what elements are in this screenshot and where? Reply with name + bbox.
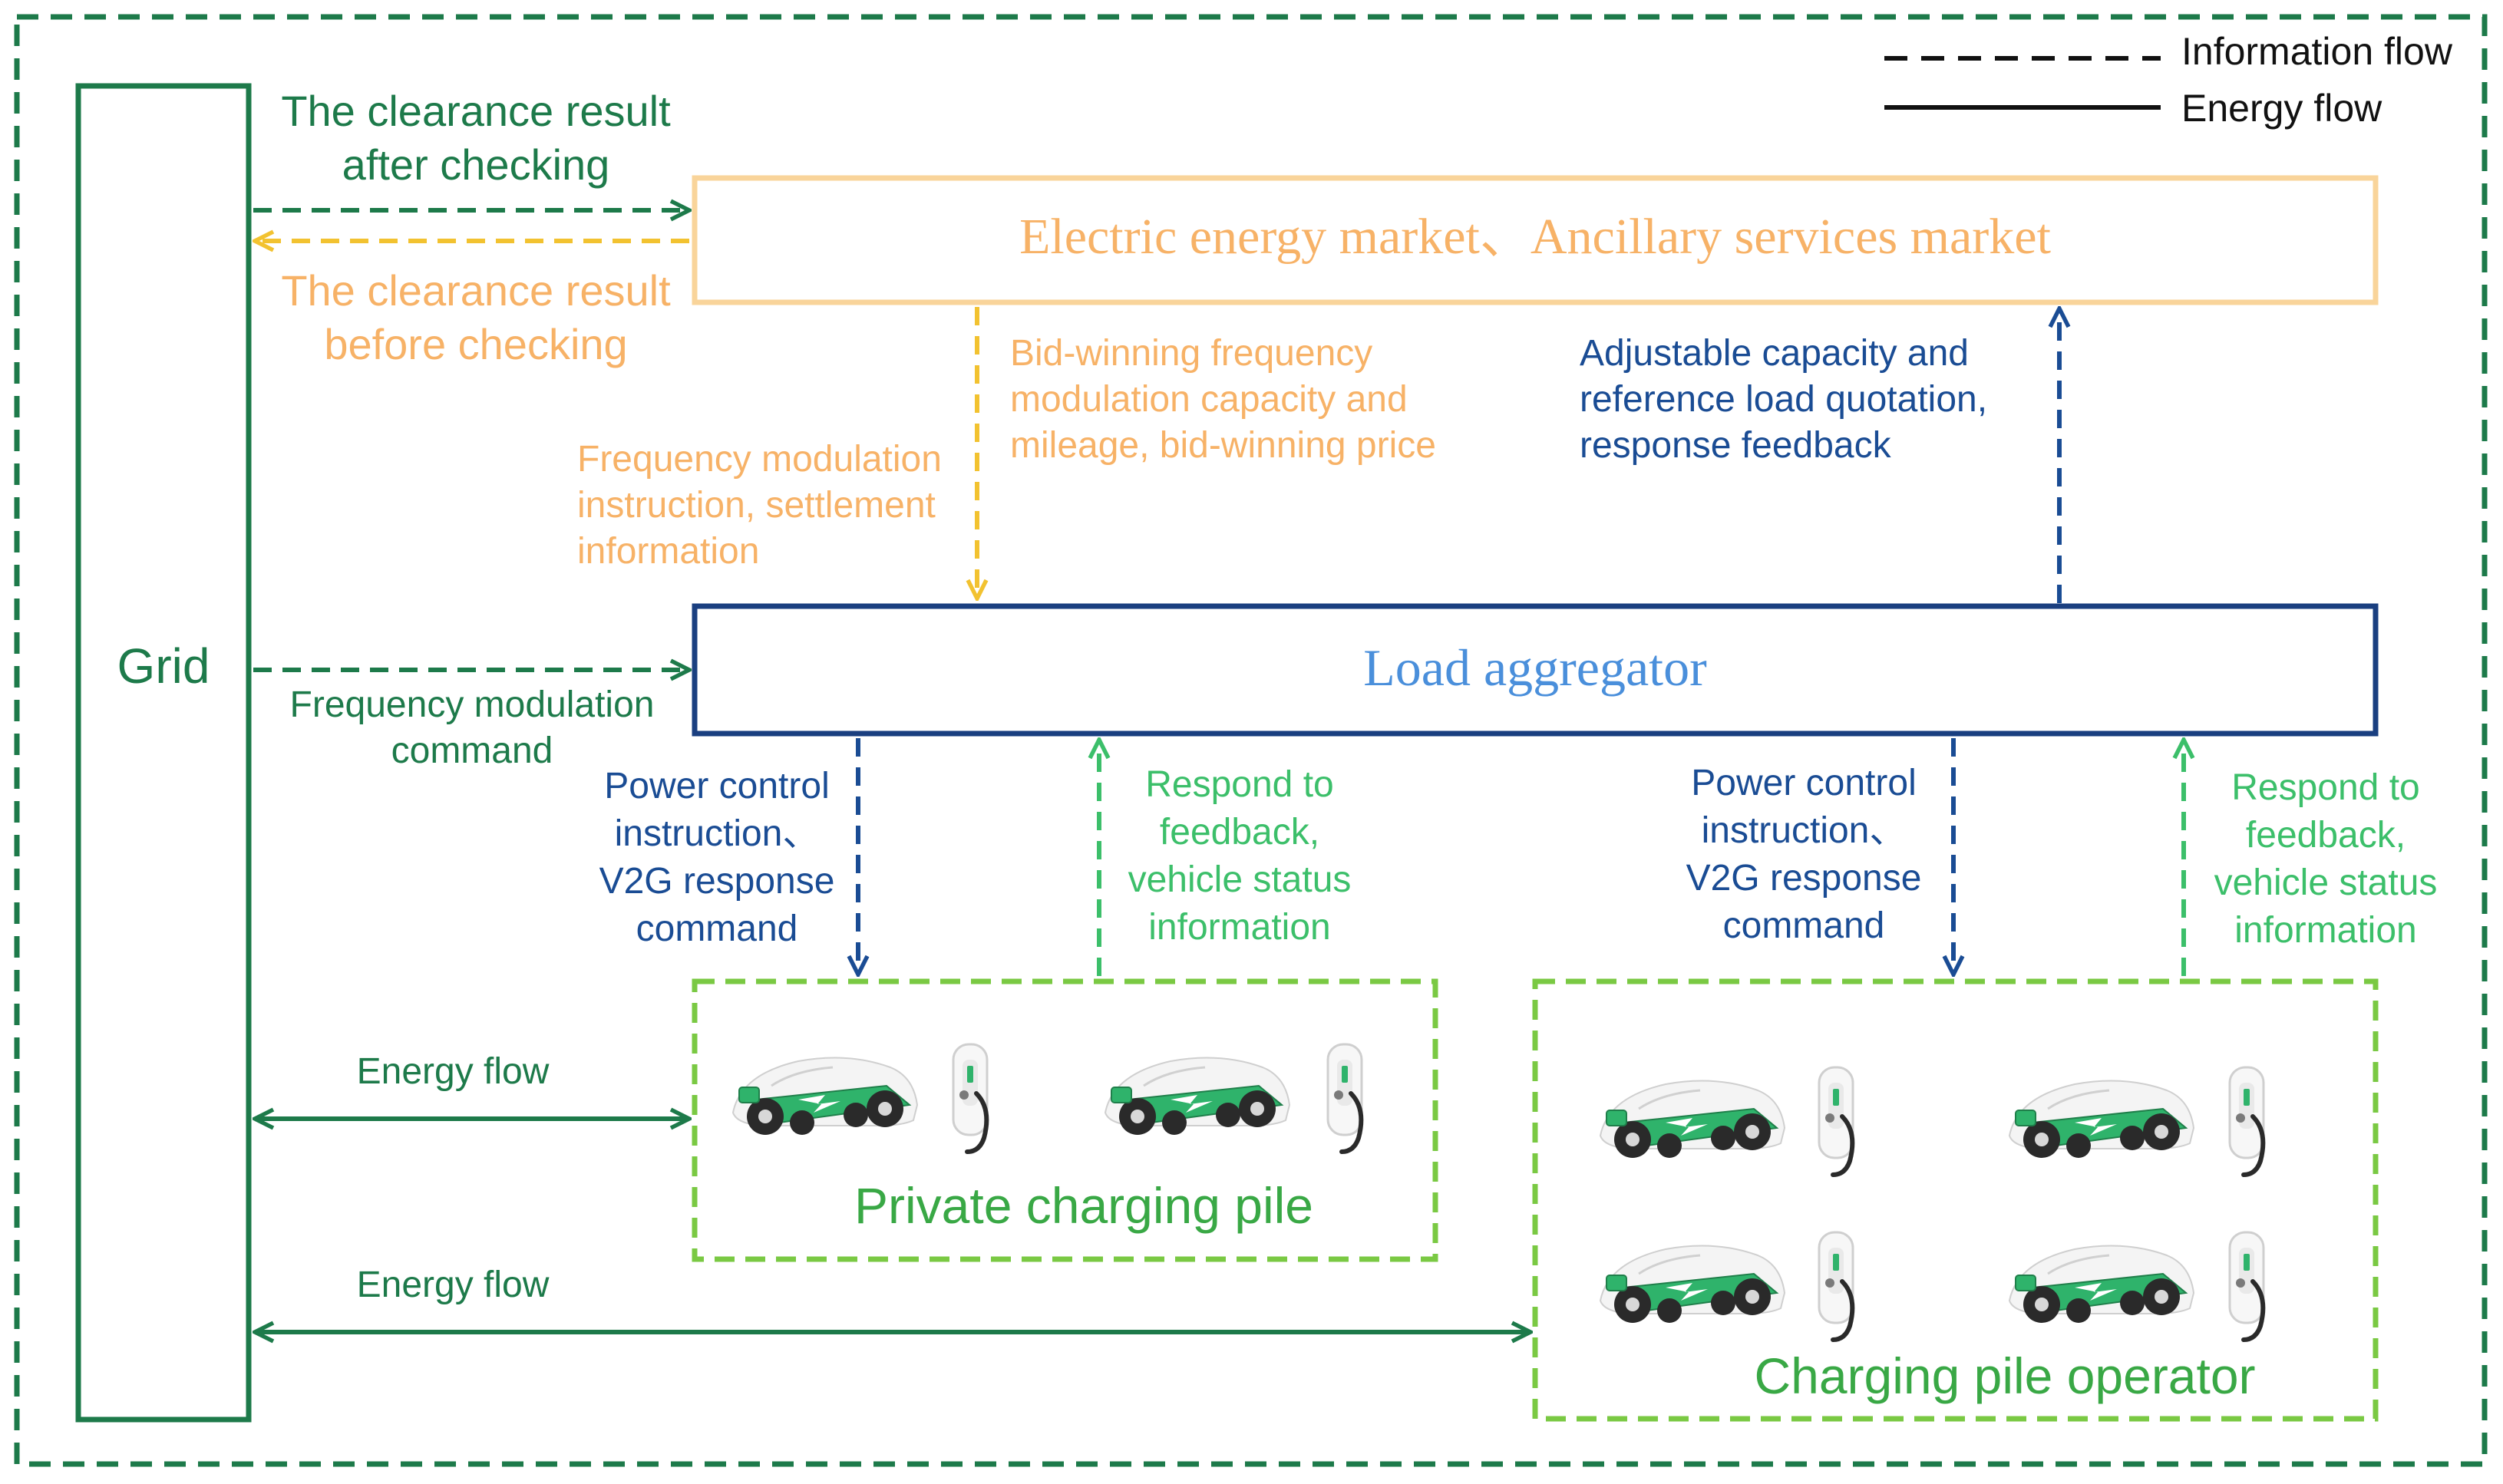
label-bid-winning-3: mileage, bid-winning price <box>1010 425 1436 466</box>
operator-box <box>1532 978 2379 1422</box>
label-bid-winning-2: modulation capacity and <box>1010 379 1408 420</box>
grid-box <box>75 83 252 1423</box>
electric-car-icon <box>2008 1080 2195 1159</box>
label-clearance-before-2: before checking <box>324 320 627 368</box>
label-freq-command-2: command <box>391 730 553 771</box>
label-respond-left-2: feedback, <box>1160 812 1319 852</box>
label-respond-right-1: Respond to <box>2231 767 2420 808</box>
electric-car-icon <box>731 1057 919 1136</box>
operator-label: Charging pile operator <box>1754 1347 2255 1404</box>
label-power-control-right-1: Power control <box>1691 763 1916 803</box>
label-power-control-left-2: instruction、 <box>615 813 820 854</box>
label-energy-flow-2: Energy flow <box>357 1265 550 1305</box>
legend-info-label: Information flow <box>2181 30 2453 73</box>
label-respond-right-3: vehicle status <box>2214 862 2438 903</box>
label-adjustable-2: reference load quotation, <box>1580 379 1987 420</box>
market-box <box>692 175 2379 305</box>
label-clearance-after-2: after checking <box>342 140 610 189</box>
label-respond-right-4: information <box>2234 910 2416 951</box>
label-freq-instruction-1: Frequency modulation <box>577 439 942 480</box>
label-respond-right-2: feedback, <box>2246 815 2406 856</box>
label-bid-winning-1: Bid-winning frequency <box>1010 333 1372 374</box>
charging-station-icon <box>953 1044 987 1152</box>
label-clearance-after-1: The clearance result <box>281 87 671 135</box>
legend-energy-label: Energy flow <box>2181 87 2382 130</box>
label-energy-flow-1: Energy flow <box>357 1051 550 1092</box>
label-respond-left-1: Respond to <box>1145 764 1334 805</box>
charging-station-icon <box>2230 1067 2264 1175</box>
label-freq-instruction-2: instruction, settlement <box>577 485 936 526</box>
market-label: Electric energy market、Ancillary service… <box>1019 209 2051 265</box>
electric-car-icon <box>1599 1080 1786 1159</box>
outer-frame <box>14 14 2488 1467</box>
label-respond-left-4: information <box>1148 907 1330 948</box>
private-pile-box <box>692 978 1438 1262</box>
aggregator-label: Load aggregator <box>1363 638 1707 697</box>
charging-station-icon <box>2230 1232 2264 1340</box>
label-adjustable-3: response feedback <box>1580 425 1892 466</box>
charging-station-icon <box>1328 1044 1362 1152</box>
label-freq-instruction-3: information <box>577 531 759 572</box>
label-power-control-right-2: instruction、 <box>1702 810 1907 851</box>
label-freq-command-1: Frequency modulation <box>290 684 655 725</box>
label-adjustable-1: Adjustable capacity and <box>1580 333 1969 374</box>
electric-car-icon <box>1599 1245 1786 1324</box>
electric-car-icon <box>2008 1245 2195 1324</box>
label-power-control-right-3: V2G response <box>1686 858 1922 899</box>
label-power-control-right-4: command <box>1723 905 1885 946</box>
charging-station-icon <box>1819 1067 1853 1175</box>
charging-station-icon <box>1819 1232 1853 1340</box>
electric-car-icon <box>1104 1057 1291 1136</box>
label-power-control-left-4: command <box>636 909 798 949</box>
grid-label: Grid <box>117 638 210 694</box>
label-power-control-left-1: Power control <box>604 766 829 806</box>
aggregator-box <box>692 603 2379 737</box>
private-pile-label: Private charging pile <box>854 1177 1313 1234</box>
label-respond-left-3: vehicle status <box>1128 859 1352 900</box>
label-power-control-left-3: V2G response <box>599 861 835 902</box>
label-clearance-before-1: The clearance result <box>281 266 671 315</box>
